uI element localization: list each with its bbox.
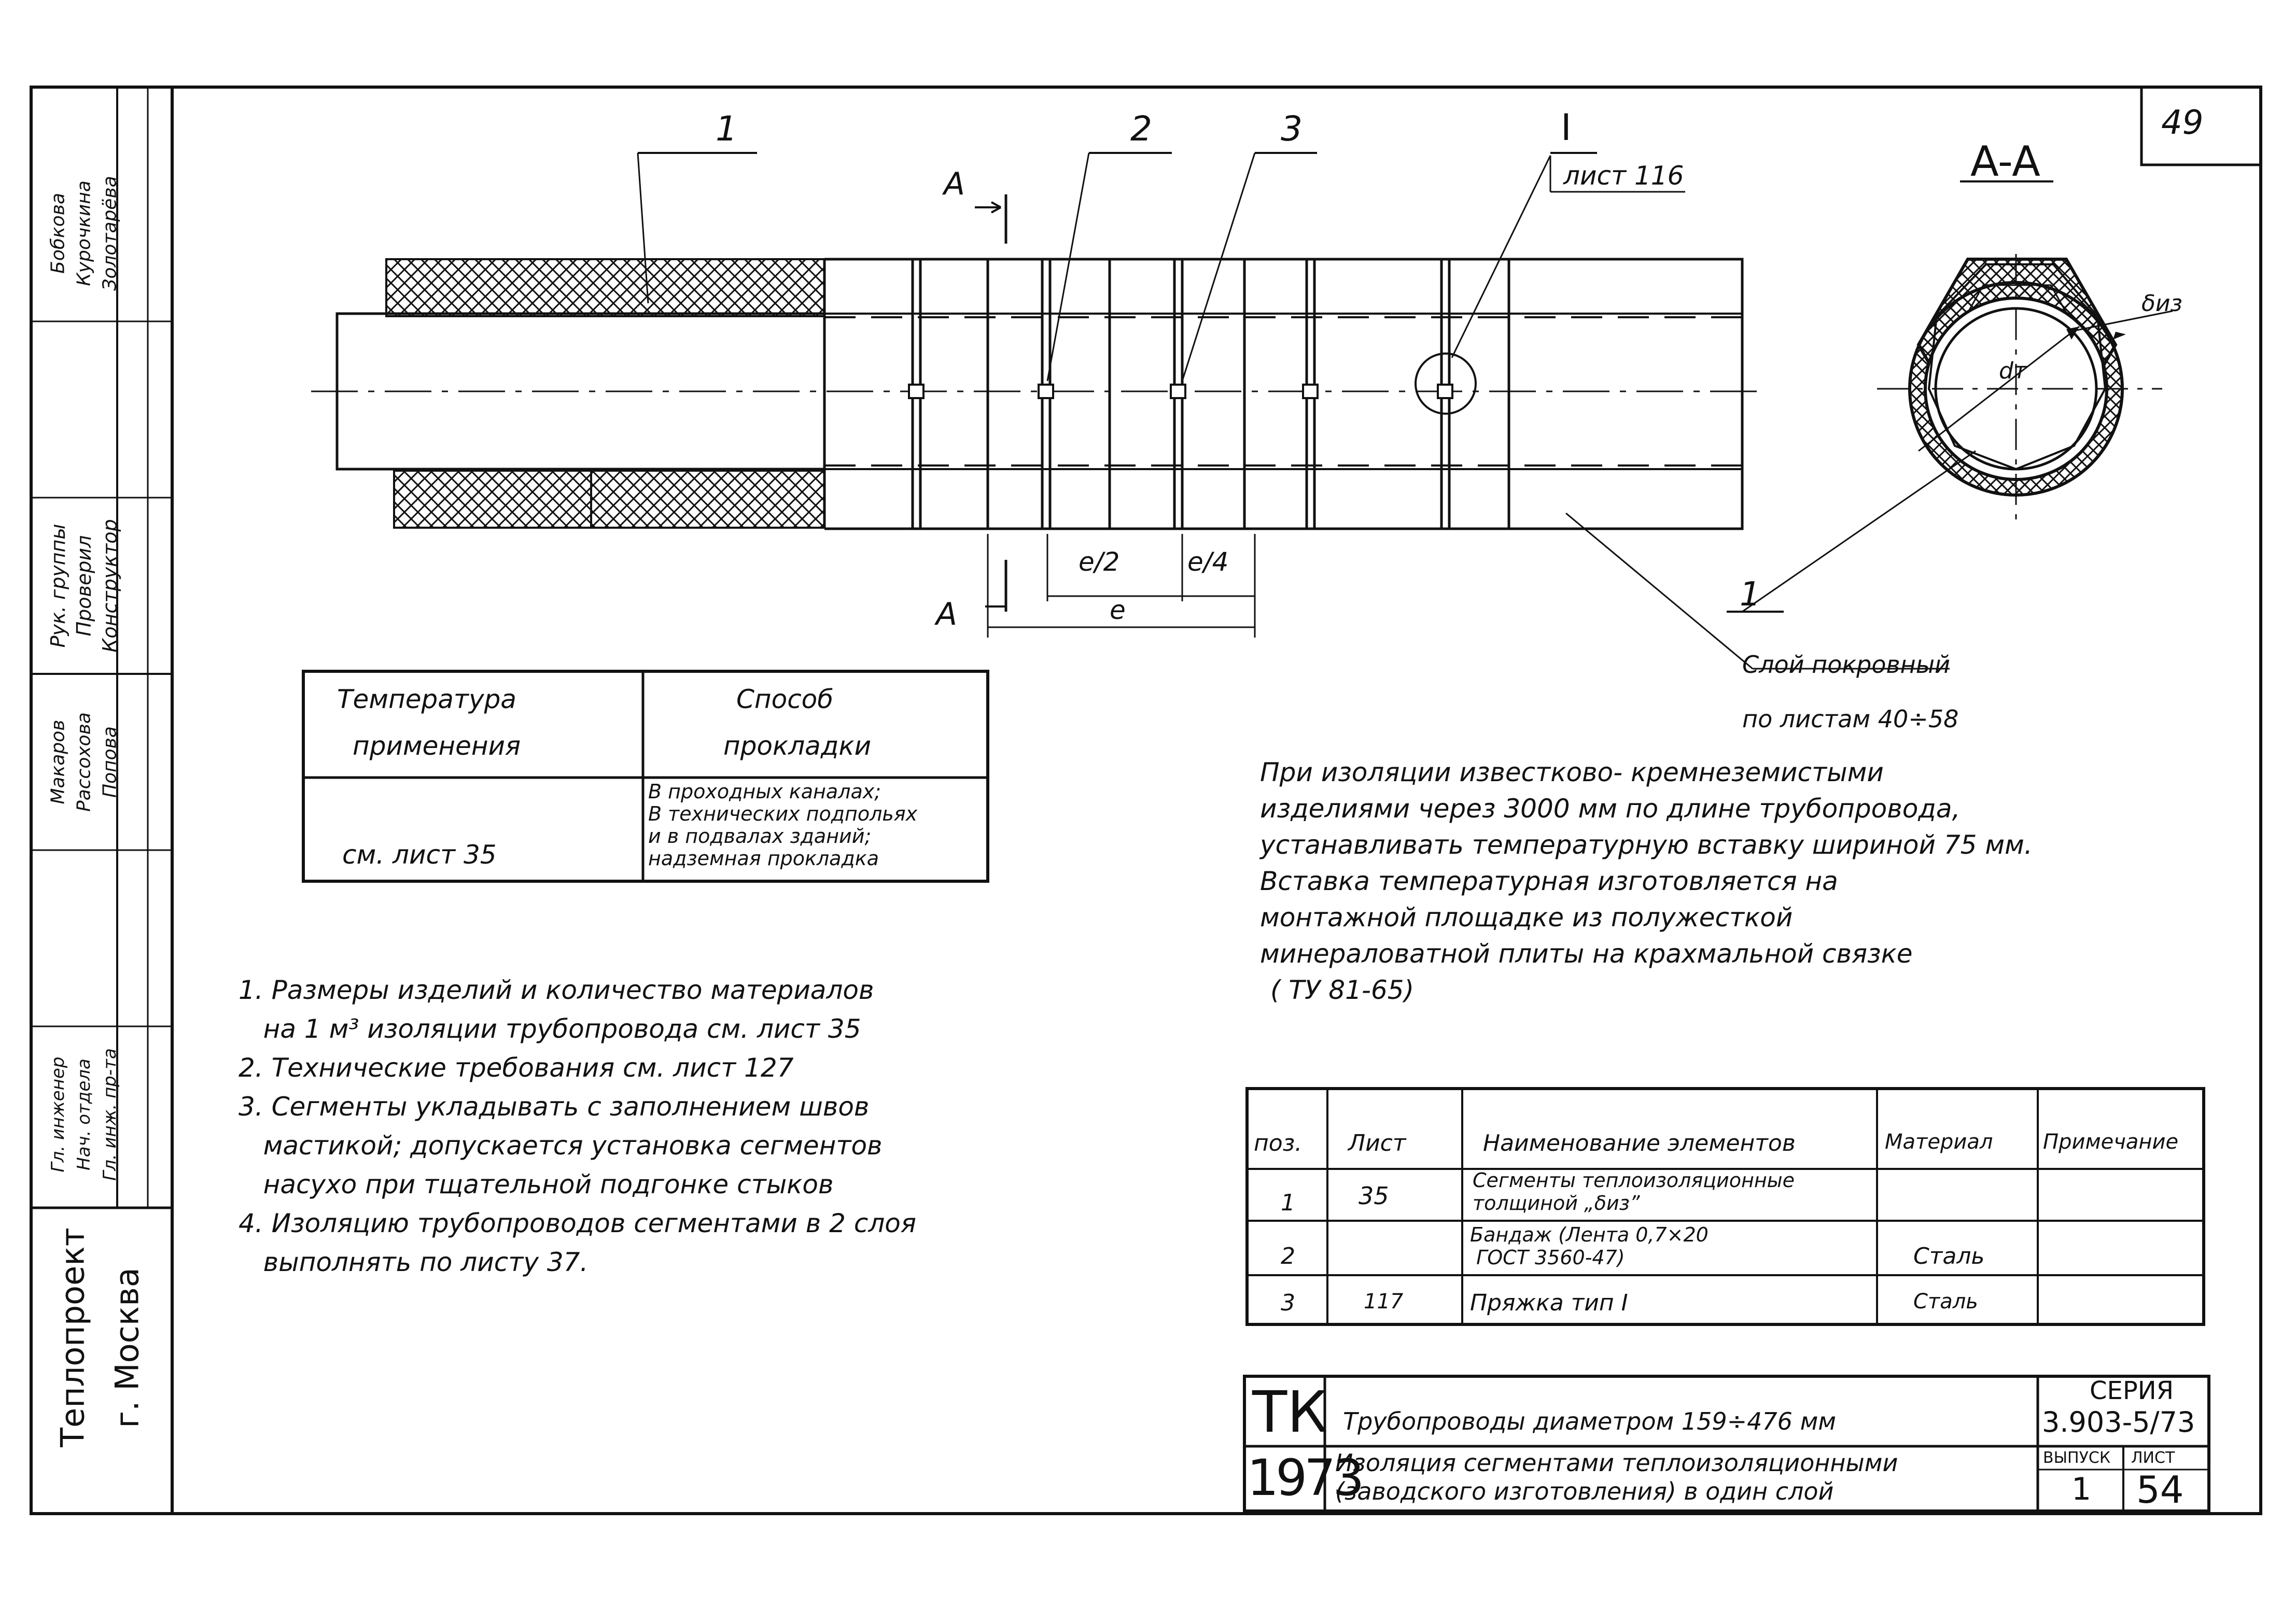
temp-row-sheet-ref: см. лист 35 (342, 840, 497, 870)
spec-row-3-sheet: 117 (1364, 1290, 1404, 1314)
temp-header-2a: Способ (736, 684, 834, 714)
role-project-chief: Гл. инж. пр-та (100, 1048, 120, 1181)
detail-reference: лист 116 (1563, 161, 1684, 191)
dimension-full: e (1110, 595, 1126, 625)
pipe-longitudinal-view (311, 152, 1950, 670)
name-rassokhova: Рассохова (73, 712, 95, 812)
temp-row-method-1: В проходных каналах; (648, 780, 881, 803)
insulation-note-line-1: При изоляции известково- кремнеземистыми (1260, 757, 1884, 787)
temp-row-method-3: и в подвалах зданий; (648, 825, 872, 848)
spec-table-grid (1245, 1087, 2205, 1326)
title-year: 1973 (1247, 1449, 1364, 1507)
insulation-note-line-7: ( ТУ 81-65) (1270, 975, 1415, 1005)
sheet-number: 49 (2161, 104, 2204, 142)
cut-label-bottom: A (936, 596, 958, 632)
dimension-half: e/2 (1079, 547, 1120, 577)
title-line-2a: Изоляция сегментами теплоизоляционными (1335, 1449, 1898, 1477)
cover-layer-label: Слой покровный (1742, 651, 1950, 679)
spec-row-1-sheet: 35 (1359, 1182, 1389, 1210)
note-line-2: на 1 м³ изоляции трубопровода см. лист 3… (239, 1014, 861, 1044)
spec-header-note: Примечание (2043, 1130, 2179, 1154)
note-line-1: 1. Размеры изделий и количество материал… (239, 975, 874, 1005)
spec-row-1-name: Сегменты теплоизоляционные толщиной „δиз… (1473, 1169, 1795, 1215)
spec-header-name: Наименование элементов (1483, 1130, 1796, 1156)
name-makarov: Макаров (47, 719, 69, 805)
spec-row-3-name: Пряжка тип I (1470, 1290, 1628, 1316)
temp-row-method-4: надземная прокладка (648, 847, 879, 870)
spec-header-material: Материал (1885, 1130, 1993, 1154)
name-zolotareva: Золотарёва (99, 176, 121, 291)
note-line-3: 2. Технические требования см. лист 127 (239, 1053, 794, 1083)
spec-row-3-material: Сталь (1913, 1290, 1978, 1314)
cover-layer-ref: по листам 40÷58 (1742, 705, 1959, 733)
name-popova: Попова (99, 726, 121, 798)
dimension-d-iz: δиз (2141, 290, 2182, 317)
callout-detail-i: I (1561, 106, 1572, 149)
org-city: г. Москва (108, 1267, 146, 1428)
temp-header-1a: Температура (337, 684, 516, 714)
series-label: СЕРИЯ (2090, 1376, 2174, 1405)
sheet-label: ЛИСТ (2131, 1449, 2175, 1467)
note-line-6: насухо при тщательной подгонке стыков (239, 1169, 834, 1199)
temp-header-1b: применения (353, 731, 521, 761)
callout-1: 1 (716, 109, 737, 149)
insulation-note-line-4: Вставка температурная изготовляется на (1260, 866, 1838, 896)
insulation-note-line-2: изделиями через 3000 мм по длине трубопр… (1260, 794, 1961, 824)
insulation-note-line-5: монтажной площадке из полужесткой (1260, 902, 1793, 933)
spec-row-2-material: Сталь (1913, 1243, 1985, 1269)
insulation-note-line-3: устанавливать температурную вставку шири… (1260, 830, 2033, 860)
dimension-d-t: dт (1999, 358, 2027, 384)
note-line-4: 3. Сегменты укладывать с заполнением шво… (239, 1092, 870, 1122)
dimension-quarter: e/4 (1187, 547, 1229, 577)
spec-header-pos: поз. (1254, 1130, 1303, 1156)
title-code: ТК (1252, 1379, 1328, 1445)
issue-label: ВЫПУСК (2043, 1449, 2111, 1467)
role-chief-engineer: Гл. инженер (48, 1056, 68, 1173)
title-block-grid (1243, 1375, 2210, 1513)
spec-header-sheet: Лист (1348, 1130, 1406, 1156)
section-a-a (1727, 180, 2173, 613)
role-group-lead: Рук. группы (47, 524, 69, 648)
callout-3: 3 (1281, 109, 1303, 149)
section-callout-1: 1 (1740, 575, 1761, 614)
org-name: Теплопроект (53, 1227, 92, 1447)
section-label: A-A (1970, 137, 2040, 186)
spec-row-2-name: Бандаж (Лента 0,7×20 ГОСТ 3560-47) (1470, 1223, 1709, 1269)
sheet-value: 54 (2136, 1468, 2184, 1512)
note-line-5: мастикой; допускается установка сегменто… (239, 1131, 883, 1161)
temp-row-method-2: В технических подпольях (648, 802, 918, 825)
insulation-note-line-6: минераловатной плиты на крахмальной связ… (1260, 939, 1913, 969)
sheet-border (30, 86, 2262, 1515)
role-checked: Проверил (73, 535, 95, 637)
issue-value: 1 (2071, 1471, 2092, 1507)
name-bobkova: Бобкова (47, 193, 69, 274)
note-line-8: выполнять по листу 37. (239, 1247, 589, 1277)
temp-header-2b: прокладки (723, 731, 872, 761)
temperature-table-grid (302, 670, 989, 883)
title-line-1: Трубопроводы диаметром 159÷476 мм (1343, 1407, 1836, 1435)
cut-label-top: A (944, 166, 965, 202)
role-dept-head: Нач. отдела (74, 1059, 94, 1170)
series-value: 3.903-5/73 (2042, 1406, 2195, 1438)
callout-2: 2 (1130, 109, 1152, 149)
spec-row-3-pos: 3 (1281, 1290, 1295, 1316)
role-designer: Конструктор (99, 519, 121, 653)
title-line-2b: (заводского изготовления) в один слой (1335, 1477, 1834, 1505)
note-line-7: 4. Изоляцию трубопроводов сегментами в 2… (239, 1208, 916, 1238)
spec-row-1-pos: 1 (1281, 1190, 1295, 1216)
name-kurochkina: Курочкина (73, 180, 95, 286)
spec-row-2-pos: 2 (1281, 1243, 1295, 1269)
